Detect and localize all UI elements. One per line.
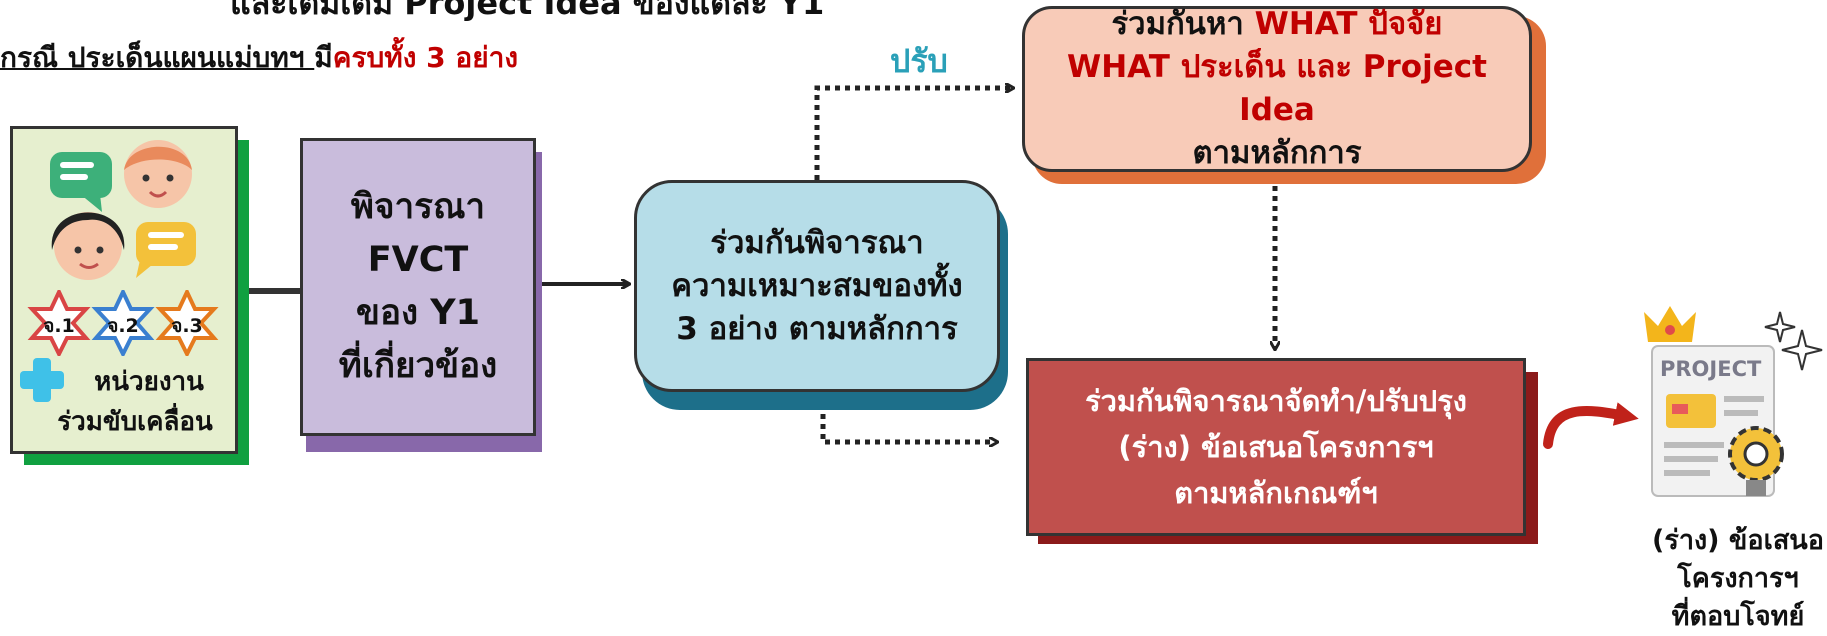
project-label-line-1: (ร่าง) ข้อเสนอ [1652,525,1824,556]
gear-center [1743,441,1769,467]
badge-2: จ.2 [90,287,156,359]
tr-line-3: ตามหลักการ [1192,135,1362,171]
doc-line [1724,396,1764,402]
subtitle-underlined: กรณี ประเด็นแผนแม่บทฯ [0,41,315,74]
crown-icon [1644,306,1696,342]
girl-mouth [79,262,99,269]
project-label: (ร่าง) ข้อเสนอ โครงการฯ ที่ตอบโจทย์ [1648,522,1827,636]
boy-mouth [148,190,168,198]
fvct-line-4: ที่เกี่ยวข้อง [338,346,498,386]
subtitle: กรณี ประเด็นแผนแม่บทฯ มีครบทั้ง 3 อย่าง [0,36,518,80]
boy-hair [124,146,192,170]
crown-gem [1665,325,1675,335]
doc-line [1724,410,1758,416]
card-line-1: หน่วยงาน [94,367,204,397]
badge-1-label: จ.1 [43,315,75,337]
br-line-3: ตามหลักเกณฑ์ฯ [1174,476,1378,510]
br-line-2: (ร่าง) ข้อเสนอโครงการฯ [1118,430,1434,464]
top-right-box: ร่วมกันหา WHAT ปัจจัย WHAT ประเด็น และ P… [1022,6,1532,172]
adjust-dotted-arrow [814,88,1012,180]
fvct-box: พิจารณา FVCT ของ Y1 ที่เกี่ยวข้อง [300,138,536,436]
green-chat-tail [80,194,102,212]
tr-line-1-prefix: ร่วมกันหา [1111,6,1255,42]
doc-line [1664,456,1718,462]
sparkle-icon [1781,329,1823,371]
doc-card-inner [1672,404,1688,414]
fvct-line-3: ของ Y1 [356,293,480,333]
bulb-base [1746,480,1766,496]
subtitle-plain: มี [314,41,333,74]
center-line-3: 3 อย่าง ตามหลักการ [676,310,958,347]
green-chat-line [60,174,88,180]
boy-eye [166,174,174,182]
star-orange-icon [155,287,219,359]
girl-hair [51,212,125,250]
project-document-icon: PROJECT [1644,306,1823,497]
people-chat-icon [50,140,196,280]
to-project-red-arrow [1543,402,1639,449]
top-title: และเติมเต็ม Project Idea ของแต่ละ Y1 [230,0,825,22]
br-line-1: ร่วมกันพิจารณาจัดทำ/ปรับปรุง [1085,384,1467,418]
fvct-line-2: FVCT [367,240,469,280]
center-line-2: ความเหมาะสมของทั้ง [671,267,963,304]
tr-line-1-red: WHAT ปัจจัย [1254,6,1443,42]
card-line-2: ร่วมขับเคลื่อน [57,407,213,437]
boy-eye [142,174,150,182]
fvct-line-1: พิจารณา [350,187,486,227]
bottom-right-box: ร่วมกันพิจารณาจัดทำ/ปรับปรุง (ร่าง) ข้อเ… [1026,358,1526,536]
tr-line-2: WHAT ประเด็น และ Project Idea [1067,49,1487,128]
center-to-bottom-dotted-arrow [820,404,996,442]
yellow-chat-tail [136,260,158,278]
partner-agencies-label: หน่วยงาน ร่วมขับเคลื่อน [40,362,230,442]
sparkle-icon [1764,311,1796,343]
green-chat-line [60,162,94,168]
doc-line [1664,442,1724,448]
adjust-label: ปรับ [890,42,948,80]
project-label-line-2: โครงการฯ [1677,563,1799,594]
tr-line-1: ร่วมกันหา WHAT ปัจจัย [1112,3,1443,46]
yellow-chat-line [148,232,184,238]
girl-eye [96,246,104,254]
badge-3-label: จ.3 [171,315,203,337]
yellow-chat-line [148,244,178,250]
subtitle-red: ครบทั้ง 3 อย่าง [332,41,519,74]
girl-eye [74,246,82,254]
doc-card [1666,394,1716,428]
project-icon-text: PROJECT [1660,357,1762,381]
center-box: ร่วมกันพิจารณา ความเหมาะสมของทั้ง 3 อย่า… [634,180,1000,392]
doc-line [1664,470,1710,476]
plus-icon [20,358,64,402]
center-line-1: ร่วมกันพิจารณา [710,224,924,261]
star-blue-icon [91,287,155,359]
girl-face [54,212,122,280]
badge-2-label: จ.2 [107,315,139,337]
star-red-icon [27,287,91,359]
badge-3: จ.3 [154,287,220,359]
project-label-line-3: ที่ตอบโจทย์ [1671,601,1805,632]
badge-1: จ.1 [26,287,92,359]
